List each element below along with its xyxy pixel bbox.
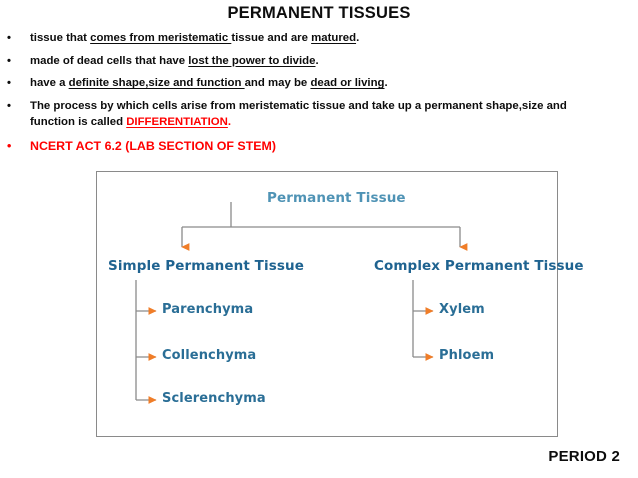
period-footer: PERIOD 2: [548, 448, 620, 465]
permanent-tissue-diagram: Permanent Tissue Simple Permanent Tissue…: [96, 171, 583, 437]
node-xylem: Xylem: [439, 302, 485, 317]
node-permanent-tissue: Permanent Tissue: [267, 190, 406, 206]
node-simple-permanent-tissue: Simple Permanent Tissue: [108, 258, 304, 274]
bullet-marker: •: [7, 54, 11, 67]
node-complex-permanent-tissue: Complex Permanent Tissue: [374, 258, 584, 274]
node-phloem: Phloem: [439, 348, 495, 363]
bullet-text: made of dead cells that have lost the po…: [30, 54, 319, 67]
differentiation-term: DIFFERENTIATION: [126, 116, 228, 128]
list-item: • have a definite shape,size and functio…: [0, 75, 620, 92]
diagram-connectors: [135, 202, 468, 404]
bullet-list: • tissue that comes from meristematic ti…: [0, 30, 620, 160]
bullet-marker: •: [7, 77, 11, 89]
bullet-marker: •: [7, 32, 11, 44]
page-title: PERMANENT TISSUES: [227, 4, 411, 22]
list-item: • The process by which cells arise from …: [0, 98, 620, 131]
node-parenchyma: Parenchyma: [162, 302, 254, 317]
bullet-text: tissue that comes from meristematic tiss…: [30, 32, 360, 44]
list-item: • tissue that comes from meristematic ti…: [0, 30, 620, 47]
bullet-marker: •: [7, 138, 12, 153]
bullet-text: The process by which cells arise from me…: [30, 99, 567, 129]
bullet-marker: •: [7, 99, 11, 112]
bullet-text: have a definite shape,size and function …: [30, 77, 388, 89]
list-item-ncert: • NCERT ACT 6.2 (LAB SECTION OF STEM): [0, 138, 620, 155]
node-collenchyma: Collenchyma: [162, 348, 257, 363]
node-sclerenchyma: Sclerenchyma: [162, 391, 266, 406]
bullet-text: NCERT ACT 6.2 (LAB SECTION OF STEM): [30, 138, 276, 153]
list-item: • made of dead cells that have lost the …: [0, 53, 620, 70]
